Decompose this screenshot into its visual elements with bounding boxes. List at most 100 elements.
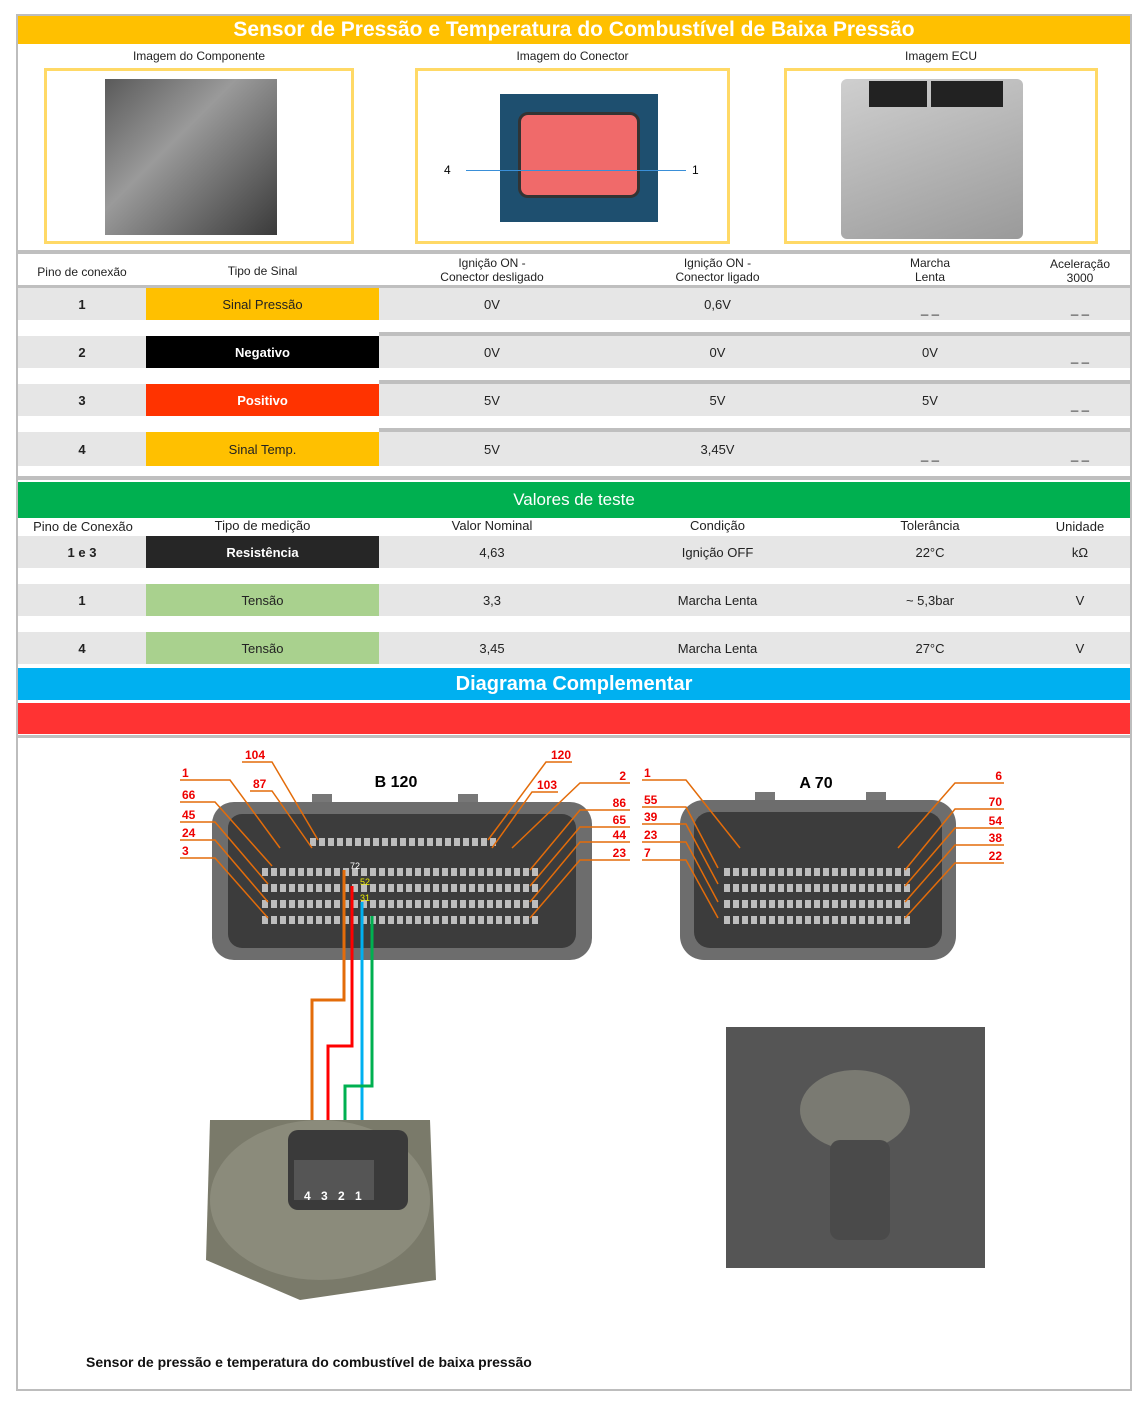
- signal-value: _ _: [1070, 397, 1090, 412]
- signal-type-badge: Negativo: [146, 336, 379, 368]
- pin-number: 4: [78, 640, 86, 656]
- component-image-label: Imagem do Componente: [132, 49, 266, 63]
- test-values-title: Valores de teste: [18, 482, 1130, 518]
- leader-line: [904, 844, 1004, 903]
- signal-type-badge: Positivo: [146, 384, 379, 416]
- header-pin: Pino de conexão: [37, 265, 127, 279]
- pin-number: 3: [78, 392, 86, 408]
- signal-value: 0,6V: [704, 296, 731, 312]
- leader-line: [529, 841, 630, 903]
- leader-line: [642, 779, 741, 849]
- sensor-pin-label: 2: [338, 1189, 345, 1203]
- leader-line: [897, 782, 1004, 849]
- pin-label: 38: [989, 831, 1003, 845]
- page-frame: [16, 14, 1132, 1391]
- wire-pin-31: 31: [360, 893, 370, 903]
- pin-number: 2: [78, 344, 86, 360]
- sensor-pin-label: 1: [355, 1189, 362, 1203]
- b120-connector: [212, 794, 592, 960]
- header-accel: Aceleração 3000: [1049, 257, 1111, 285]
- header-idle: Marcha Lenta: [909, 256, 950, 284]
- pin-label: 120: [551, 748, 571, 762]
- leader-line: [250, 790, 313, 849]
- leader-line: [487, 761, 572, 841]
- header-unit: Unidade: [1055, 519, 1105, 534]
- test-nominal: 3,3: [482, 592, 502, 608]
- pin-label: 86: [613, 796, 627, 810]
- signal-value: 0V: [709, 344, 726, 360]
- pin-label: 22: [989, 849, 1003, 863]
- leader-line: [904, 862, 1004, 919]
- leader-line: [180, 821, 269, 885]
- connector-image-label: Imagem do Conector: [516, 49, 629, 63]
- connector-photo: [500, 94, 658, 222]
- leader-line: [242, 761, 319, 841]
- signal-value: 5V: [922, 392, 938, 408]
- leader-line: [904, 827, 1004, 887]
- header-type: Tipo de Sinal: [227, 264, 298, 278]
- test-condition: Marcha Lenta: [677, 640, 758, 656]
- sensor-connector-photo: [206, 1120, 436, 1300]
- signal-value: 3,45V: [700, 441, 735, 457]
- test-unit: kΩ: [1071, 544, 1089, 560]
- pin-label: 1: [182, 766, 189, 780]
- measurement-type-badge: Resistência: [146, 536, 379, 568]
- signal-value: _ _: [1070, 301, 1090, 316]
- test-unit: V: [1075, 592, 1085, 608]
- header-tolerance: Tolerância: [900, 518, 960, 533]
- leader-line: [491, 791, 558, 849]
- wire-pin-52: 52: [360, 877, 370, 887]
- measurement-type-badge: Tensão: [146, 584, 379, 616]
- component-image-box: [44, 68, 354, 244]
- pin-label: 45: [182, 808, 196, 822]
- pin-label: 65: [613, 813, 627, 827]
- signal-value: _ _: [920, 447, 940, 462]
- pin-label: 24: [182, 826, 196, 840]
- leader-line: [642, 806, 719, 869]
- signal-type-badge: Sinal Pressão: [146, 288, 379, 320]
- test-nominal: 3,45: [479, 640, 505, 656]
- test-tolerance: 27°C: [915, 640, 945, 656]
- diagram-title: Diagrama Complementar: [18, 668, 1130, 700]
- pin-label: 23: [613, 846, 627, 860]
- pin-label: 1: [644, 766, 651, 780]
- leader-line: [904, 808, 1004, 871]
- measurement-type-badge: Tensão: [146, 632, 379, 664]
- pin-number: 1 e 3: [67, 544, 97, 560]
- page-title: Sensor de Pressão e Temperatura do Combu…: [18, 16, 1130, 44]
- signal-value: 5V: [484, 392, 500, 408]
- sensor-pin-label: 3: [321, 1189, 328, 1203]
- divider: [18, 250, 1130, 254]
- a70-label: A 70: [799, 775, 832, 792]
- header-pin: Pino de Conexão: [33, 519, 133, 534]
- leader-line: [642, 823, 719, 885]
- component-photo: [105, 79, 277, 235]
- signal-value: _ _: [920, 301, 940, 316]
- pin-label: 55: [644, 793, 658, 807]
- leader-line: [180, 857, 269, 919]
- connector-image-box: 4 1: [415, 68, 730, 244]
- leader-line: [180, 779, 281, 849]
- header-ign-off: Ignição ON - Conector desligado: [440, 256, 544, 284]
- sensor-pin-label: 4: [304, 1189, 311, 1203]
- test-tolerance: 22°C: [915, 544, 945, 560]
- connector-pin-1-label: 1: [692, 163, 699, 177]
- pin-label: 3: [182, 844, 189, 858]
- header-ign-on: Ignição ON - Conector ligado: [675, 256, 760, 284]
- pin-label: 39: [644, 810, 658, 824]
- signal-value: _ _: [1070, 447, 1090, 462]
- pin-label: 87: [253, 777, 267, 791]
- leader-line: [529, 859, 630, 919]
- wire-pin-72: 72: [350, 861, 360, 871]
- signal-value: 0V: [484, 296, 500, 312]
- leader-line: [180, 801, 273, 867]
- pin-label: 2: [619, 769, 626, 783]
- pin-label: 44: [613, 828, 627, 842]
- header-measure: Tipo de medição: [214, 518, 311, 533]
- b120-label: B 120: [375, 774, 418, 791]
- connector-pin-4-label: 4: [444, 163, 451, 177]
